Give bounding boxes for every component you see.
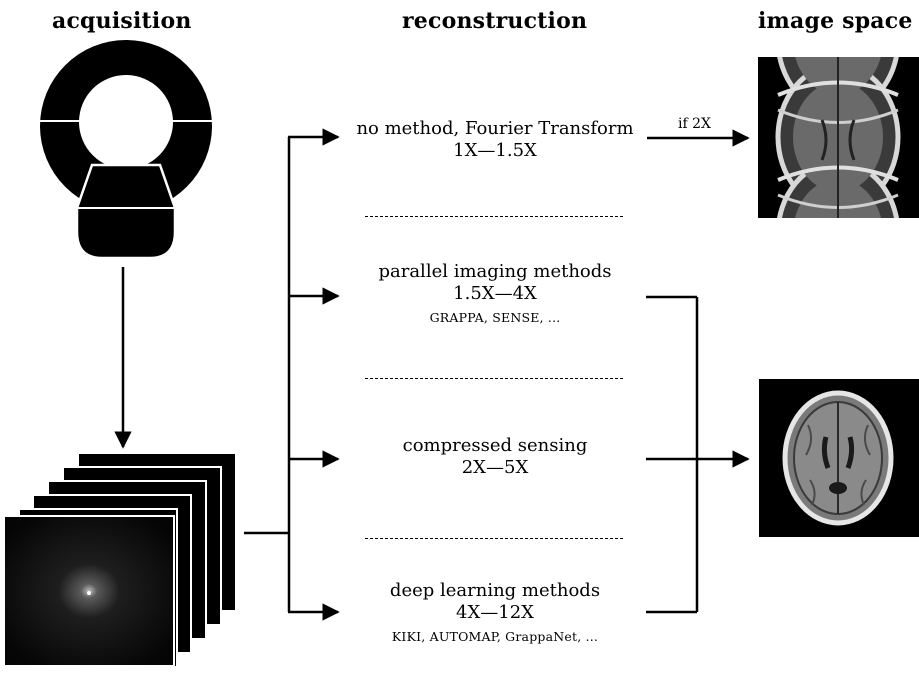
heading-reconstruction: reconstruction	[402, 8, 588, 34]
method-ratio: 1.5X—4X	[453, 283, 537, 304]
separator-1	[365, 216, 623, 217]
branch-lines	[244, 128, 340, 621]
separator-3	[365, 538, 623, 539]
heading-image-space: image space	[758, 8, 913, 34]
output-lines	[646, 129, 750, 614]
method-name: deep learning methods	[389, 580, 601, 601]
mri-scanner-icon	[40, 40, 212, 260]
method-name: no method, Fourier Transform	[356, 118, 634, 139]
method-compressed-sensing: compressed sensing 2X—5X	[345, 435, 645, 479]
kspace-stack-icon	[3, 452, 237, 668]
method-name: parallel imaging methods	[378, 261, 612, 282]
method-name: compressed sensing	[402, 435, 588, 456]
method-ratio: 4X—12X	[456, 602, 534, 623]
method-examples: GRAPPA, SENSE, ...	[429, 310, 561, 325]
method-parallel-imaging: parallel imaging methods 1.5X—4X GRAPPA,…	[345, 261, 645, 327]
method-fourier-transform: no method, Fourier Transform 1X—1.5X	[345, 118, 645, 162]
method-examples: KIKI, AUTOMAP, GrappaNet, ...	[391, 629, 599, 644]
arrow-label-if-2x: if 2X	[678, 116, 711, 132]
method-ratio: 2X—5X	[461, 457, 529, 478]
heading-acquisition: acquisition	[52, 8, 192, 34]
method-deep-learning: deep learning methods 4X—12X KIKI, AUTOM…	[345, 580, 645, 646]
separator-2	[365, 378, 623, 379]
method-ratio: 1X—1.5X	[453, 140, 537, 161]
aliased-brain-image	[758, 57, 919, 218]
clean-brain-image	[759, 379, 919, 537]
